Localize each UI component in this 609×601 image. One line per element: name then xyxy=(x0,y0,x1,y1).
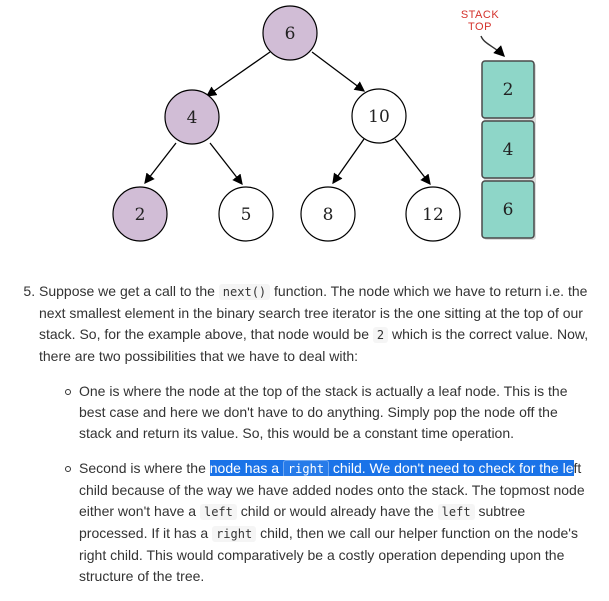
step-text: function. The node which we have to retu… xyxy=(39,283,588,342)
inline-code: left xyxy=(199,504,237,520)
stack-item-value: 6 xyxy=(503,200,514,220)
edge-4-5 xyxy=(209,142,243,186)
stack-top-arrow xyxy=(480,35,505,57)
possibility-leaf: One is where the node at the top of the … xyxy=(65,381,591,444)
step-item: Suppose we get a call to the next() func… xyxy=(39,281,591,587)
tree-node-8: 8 xyxy=(300,186,356,242)
bullet-text: ft child because of the way we have adde… xyxy=(79,460,585,519)
node-value: 12 xyxy=(422,205,444,225)
stack-label-top: TOP xyxy=(468,21,492,33)
edge-10-12 xyxy=(394,138,431,186)
tree-node-6: 6 xyxy=(262,5,318,61)
inline-code: right xyxy=(282,460,330,478)
stack-item: 6 xyxy=(481,180,535,239)
bst-stack-diagram: 6 4 10 2 5 8 12 STACK TOP 2 4 xyxy=(112,5,536,242)
text-selection[interactable]: node has a right child. We don't need to… xyxy=(209,460,574,478)
bullet-text: Second is where the xyxy=(79,460,210,476)
node-value: 2 xyxy=(135,205,146,225)
node-value: 4 xyxy=(187,108,198,128)
node-value: 10 xyxy=(368,107,390,127)
possibility-right-child: Second is where the node has a right chi… xyxy=(65,458,591,587)
tree-node-12: 12 xyxy=(405,186,461,242)
stack-item-value: 4 xyxy=(503,140,514,160)
selected-text: child. We don't need to check for the le xyxy=(329,460,574,476)
stack-item: 4 xyxy=(481,120,535,179)
selected-text: node has a xyxy=(209,460,283,476)
bullet-text: child or would already have the xyxy=(236,503,438,519)
edge-10-8 xyxy=(332,138,365,185)
tree-node-2: 2 xyxy=(112,186,168,242)
tree-node-5: 5 xyxy=(218,186,274,242)
tree-edges xyxy=(144,51,431,186)
bullet-text: One is where the node at the top of the … xyxy=(79,383,568,441)
node-value: 8 xyxy=(323,205,334,225)
stack-item-value: 2 xyxy=(503,80,514,100)
steps-list: Suppose we get a call to the next() func… xyxy=(0,281,609,587)
stack: 2 4 6 xyxy=(481,60,536,240)
inline-code: left xyxy=(437,504,475,520)
edge-6-4 xyxy=(205,51,271,97)
edge-6-10 xyxy=(311,51,366,92)
node-value: 5 xyxy=(241,205,252,225)
inline-code: next() xyxy=(218,284,271,300)
possibilities-list: One is where the node at the top of the … xyxy=(39,381,591,587)
inline-code: 2 xyxy=(372,327,389,343)
inline-code: right xyxy=(212,526,257,542)
explanation-text: Suppose we get a call to the next() func… xyxy=(0,281,609,601)
tree-node-4: 4 xyxy=(164,89,220,145)
node-value: 6 xyxy=(285,24,296,44)
tree-node-10: 10 xyxy=(351,88,407,144)
step-text: Suppose we get a call to the xyxy=(39,283,219,299)
stack-label: STACK xyxy=(461,9,500,21)
bullet-text: subtree processed. If it has a xyxy=(79,503,526,541)
stack-item: 2 xyxy=(481,60,535,119)
step-text: which is the correct value. Now, there a… xyxy=(39,326,589,364)
edge-4-2 xyxy=(144,142,177,185)
